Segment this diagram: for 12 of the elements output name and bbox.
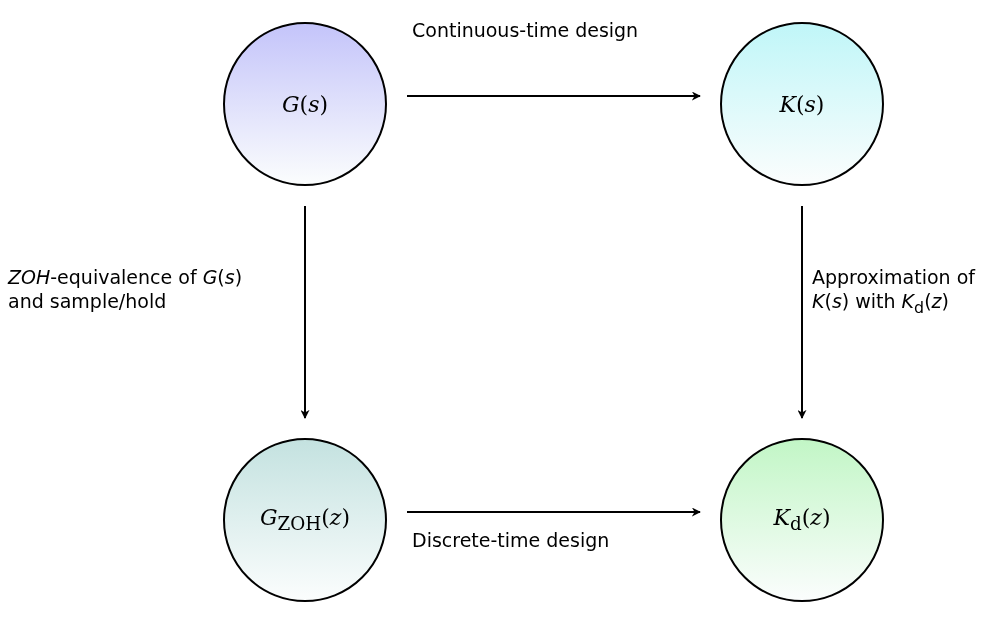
arrow	[406, 91, 701, 101]
edge-label: ZOH-equivalence of G(s) and sample/hold	[8, 265, 244, 313]
arrow	[300, 205, 310, 419]
edge-label: Approximation of K(s) with K$_{d}$(z)	[812, 265, 977, 319]
node-label: G$_{ZOH}$(z)	[259, 505, 351, 535]
arrow	[797, 205, 807, 419]
node-label: G(s)	[281, 91, 329, 117]
node-label: K(s)	[779, 91, 825, 117]
node-label: K$_{d}$(z)	[773, 505, 831, 535]
arrow	[406, 507, 701, 517]
edge-label: Continuous-time design	[412, 18, 640, 42]
edge-label: Discrete-time design	[412, 528, 611, 552]
